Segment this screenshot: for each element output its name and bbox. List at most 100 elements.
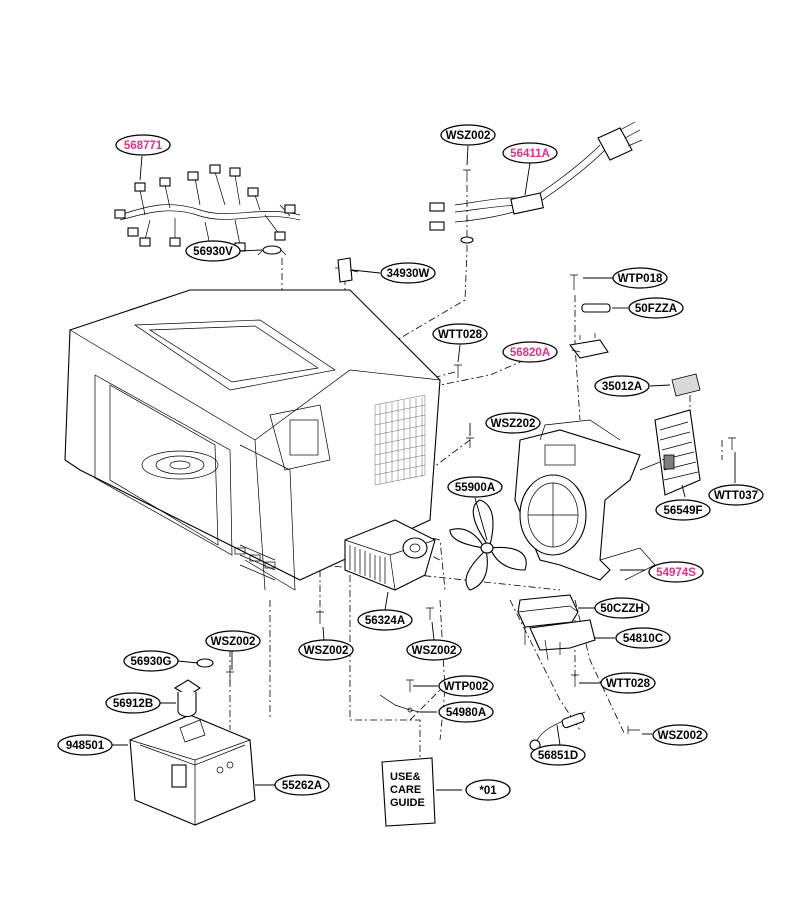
part-label-56820a: 56820A <box>502 341 558 363</box>
label-ellipse <box>612 267 668 289</box>
part-label-56411a: 56411A <box>502 142 558 164</box>
part-label-50fzza: 50FZZA <box>628 297 684 319</box>
part-label-wsz002: WSZ002 <box>298 639 354 661</box>
label-text: 568771 <box>124 140 163 152</box>
label-ellipse <box>628 297 684 319</box>
label-text: WTT028 <box>606 678 651 690</box>
label-text: WTT028 <box>438 329 483 341</box>
part-label-568771: 568771 <box>115 134 171 156</box>
label-ellipse <box>105 692 161 714</box>
part-label-wtp018: WTP018 <box>612 267 668 289</box>
label-ellipse <box>185 240 241 262</box>
label-ellipse <box>594 597 650 619</box>
part-label-50czzh: 50CZZH <box>594 597 650 619</box>
part-labels: 568771 56930V 34930W WSZ002 56411A WTP018 50FZ… <box>57 124 764 801</box>
label-text: 56930G <box>131 656 172 668</box>
label-ellipse <box>438 675 494 697</box>
label-text: WSZ002 <box>304 645 349 657</box>
label-ellipse <box>615 627 671 649</box>
label-ellipse <box>655 499 711 521</box>
label-ellipse <box>440 124 496 146</box>
label-ellipse <box>465 779 511 801</box>
part-label-wtt037: WTT037 <box>708 484 764 506</box>
fan-blade <box>449 499 527 591</box>
label-ellipse <box>485 412 541 434</box>
damper-assembly <box>639 409 701 496</box>
part-label-55262a: 55262A <box>274 774 330 796</box>
label-ellipse <box>708 484 764 506</box>
part-label-34930w: 34930W <box>380 262 436 284</box>
label-ellipse <box>274 774 330 796</box>
guide-line-1: USE& <box>390 771 421 783</box>
guide-line-3: GUIDE <box>390 797 425 809</box>
label-text: 50CZZH <box>600 603 643 615</box>
part-label-56912b: 56912B <box>105 692 161 714</box>
label-ellipse <box>594 375 650 397</box>
small-parts <box>226 169 736 734</box>
label-ellipse <box>406 639 462 661</box>
label-text: WSZ002 <box>211 636 256 648</box>
leader-lines <box>110 145 736 791</box>
transformer <box>129 714 256 826</box>
label-ellipse <box>530 744 586 766</box>
part-label-56549f: 56549F <box>655 499 711 521</box>
label-text: 56549F <box>663 505 702 517</box>
part-label-wtt028: WTT028 <box>600 672 656 694</box>
label-text: WTP018 <box>618 273 663 285</box>
part-label-wsz002: WSZ002 <box>440 124 496 146</box>
thermal-cutout <box>173 658 214 718</box>
part-label-wsz002: WSZ002 <box>406 639 462 661</box>
label-ellipse <box>447 476 503 498</box>
label-text: 56820A <box>510 347 550 359</box>
label-text: 55900A <box>455 482 495 494</box>
label-ellipse <box>438 701 494 723</box>
label-ellipse <box>380 262 436 284</box>
label-ellipse <box>502 142 558 164</box>
label-text: 54980A <box>446 707 486 719</box>
label-ellipse <box>502 341 558 363</box>
wire-harness <box>114 164 301 252</box>
label-ellipse <box>298 639 354 661</box>
label-text: 56411A <box>510 148 550 160</box>
label-text: 56912B <box>113 698 153 710</box>
label-ellipse <box>652 724 708 746</box>
label-text: WTT037 <box>714 490 758 502</box>
part-label-wsz002: WSZ002 <box>205 630 261 652</box>
label-text: 54810C <box>623 633 663 645</box>
part-label-56930g: 56930G <box>123 650 179 672</box>
label-ellipse <box>205 630 261 652</box>
label-ellipse <box>600 672 656 694</box>
part-label-wtt028: WTT028 <box>432 323 488 345</box>
label-ellipse <box>57 734 113 756</box>
part-label-55900a: 55900A <box>447 476 503 498</box>
part-label-35012a: 35012A <box>594 375 650 397</box>
part-label-56324a: 56324A <box>357 609 413 631</box>
hv-diode <box>529 711 586 751</box>
part-label-56851d: 56851D <box>530 744 586 766</box>
label-text: WTP002 <box>444 681 489 693</box>
label-text: 35012A <box>602 381 642 393</box>
label-text: 56324A <box>365 615 405 627</box>
label-text: 54974S <box>656 567 696 579</box>
label-ellipse <box>357 609 413 631</box>
label-text: WSZ202 <box>491 418 536 430</box>
part-label-54810c: 54810C <box>615 627 671 649</box>
label-ellipse <box>115 134 171 156</box>
label-text: 56851D <box>538 750 578 762</box>
label-text: 55262A <box>282 780 322 792</box>
label-text: *01 <box>479 785 497 797</box>
label-text: 50FZZA <box>635 303 677 315</box>
part-label-54980a: 54980A <box>438 701 494 723</box>
use-care-guide: USE& CARE GUIDE <box>381 757 436 827</box>
guide-line-2: CARE <box>390 784 421 796</box>
label-text: 34930W <box>387 268 430 280</box>
power-cord <box>429 121 643 244</box>
part-label-56930v: 56930V <box>185 240 241 262</box>
oven-cavity <box>64 289 441 591</box>
fan-duct-bracket <box>514 419 656 581</box>
label-text: WSZ002 <box>412 645 457 657</box>
label-ellipse <box>648 561 704 583</box>
part-label-wtp002: WTP002 <box>438 675 494 697</box>
label-text: WSZ002 <box>658 730 703 742</box>
